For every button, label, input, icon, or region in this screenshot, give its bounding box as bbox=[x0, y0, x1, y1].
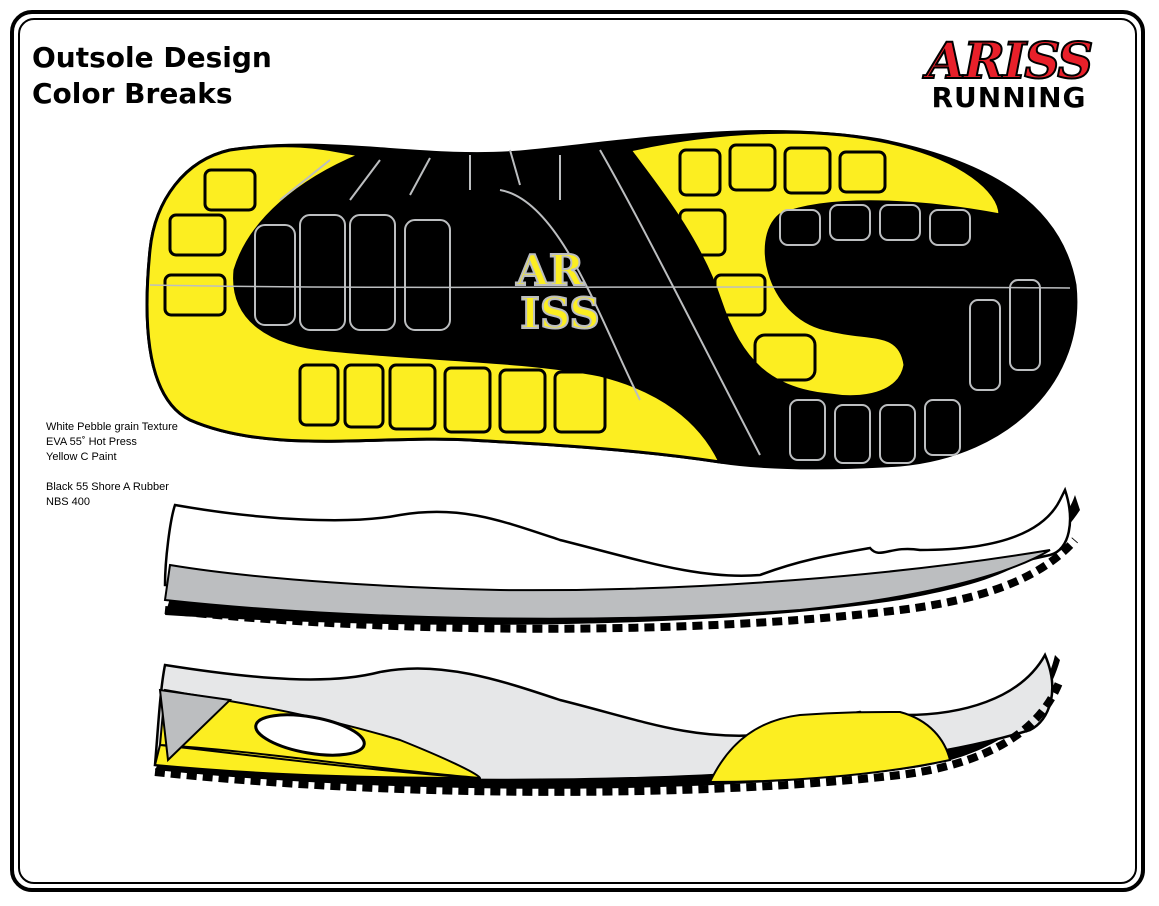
logo-sub: RUNNING bbox=[931, 81, 1087, 114]
logo-brand: ARISS bbox=[926, 31, 1095, 90]
note-line: EVA 55˚ Hot Press bbox=[46, 436, 137, 448]
note-line: White Pebble grain Texture bbox=[46, 421, 178, 433]
ariss-running-logo: ARISS RUNNING bbox=[898, 31, 1120, 114]
material-notes: White Pebble grain Texture EVA 55˚ Hot P… bbox=[46, 420, 178, 510]
note-line: NBS 400 bbox=[46, 496, 91, 508]
page-title: Outsole Design Color Breaks bbox=[32, 40, 272, 112]
title-line-1: Outsole Design bbox=[32, 41, 272, 74]
heel-lugs bbox=[163, 143, 887, 434]
outsole-bottom-view: AR ISS bbox=[145, 130, 1078, 470]
midfoot-lugs bbox=[149, 149, 1071, 464]
side-view-yellow bbox=[153, 652, 1064, 796]
side-view-gray bbox=[163, 486, 1080, 633]
sole-ariss-logo: AR ISS bbox=[514, 245, 600, 339]
sole-logo-line-2: ISS bbox=[520, 289, 599, 338]
note-line: Black 55 Shore A Rubber bbox=[46, 481, 169, 493]
note-line: Yellow C Paint bbox=[46, 451, 117, 463]
inner-border bbox=[18, 18, 1137, 884]
outer-border bbox=[10, 10, 1145, 892]
sole-logo-line-1: AR bbox=[515, 246, 585, 295]
title-line-2: Color Breaks bbox=[32, 77, 233, 110]
